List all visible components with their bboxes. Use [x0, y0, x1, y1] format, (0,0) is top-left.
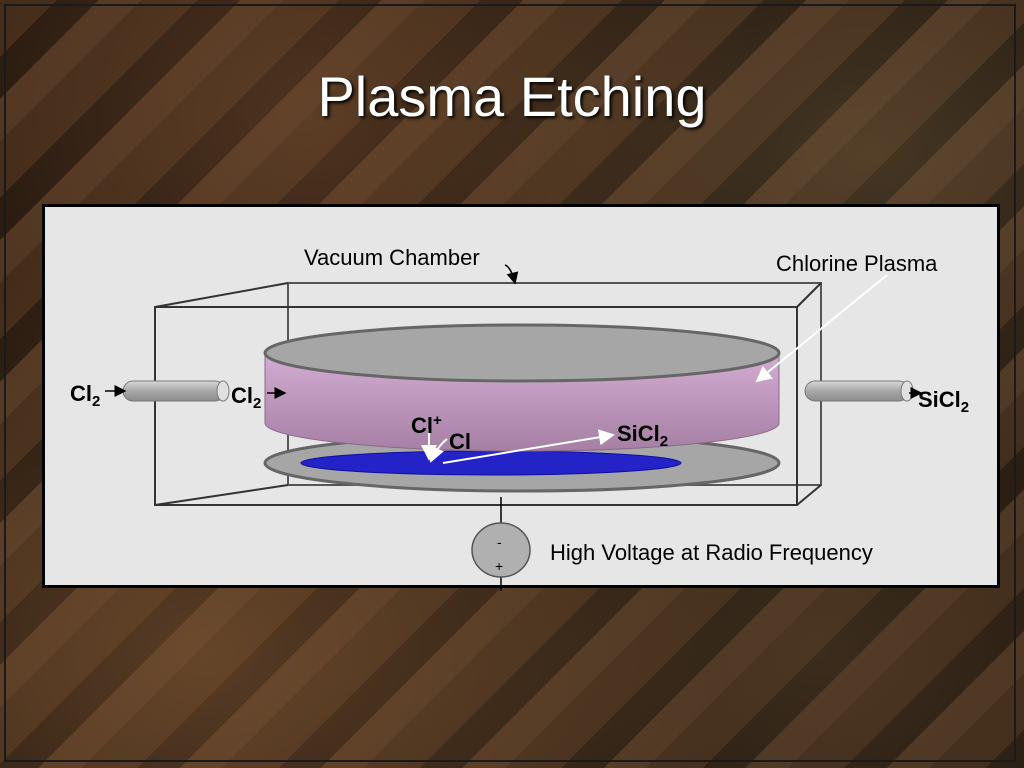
vacuum-chamber-label: Vacuum Chamber	[304, 245, 480, 270]
sicl2-outlet-subscript: 2	[960, 399, 970, 416]
cl2-inlet-inside-text: Cl	[231, 383, 253, 408]
chlorine-plasma-pointer	[755, 274, 888, 383]
vacuum-chamber-pointer	[504, 264, 519, 285]
cl-ion-text: Cl	[411, 413, 433, 438]
plasma-etching-diagram	[105, 264, 923, 591]
sicl2-product-text: SiCl	[617, 421, 660, 446]
cl-ion-superscript: +	[433, 412, 442, 429]
rf-source	[471, 522, 531, 578]
sicl2-outlet-text: SiCl	[918, 387, 961, 412]
cl2-inlet-outside-subscript: 2	[92, 393, 101, 410]
high-voltage-label: High Voltage at Radio Frequency	[550, 540, 873, 565]
cl2-inlet-inside-label: Cl2	[231, 383, 262, 412]
cl-radical-arrow	[429, 438, 448, 463]
sicl2-product-subscript: 2	[659, 433, 669, 450]
diagram-panel: Vacuum Chamber Chlorine Plasma High Volt…	[42, 204, 1000, 591]
sicl2-outlet-label: SiCl2	[918, 387, 970, 416]
sicl2-product-label: SiCl2	[617, 421, 669, 450]
rf-minus-sign: -	[497, 534, 502, 550]
sicl2-product-arrow	[442, 429, 615, 464]
slide-title: Plasma Etching	[317, 65, 707, 128]
cl2-inlet-outside-text: Cl	[70, 381, 92, 406]
cl-ion-label: Cl+	[411, 413, 442, 439]
cl2-inlet-outside-label: Cl2	[70, 381, 101, 410]
cl-radical-label: Cl	[449, 429, 471, 454]
outlet-pipe	[804, 380, 914, 402]
rf-plus-sign: +	[495, 558, 504, 574]
slide-border	[4, 4, 1016, 762]
vacuum-chamber-box	[154, 282, 822, 506]
chlorine-plasma-label: Chlorine Plasma	[776, 251, 938, 276]
cl2-inlet-inside-subscript: 2	[253, 395, 262, 412]
upper-electrode	[263, 323, 781, 383]
inlet-pipe	[122, 380, 230, 402]
